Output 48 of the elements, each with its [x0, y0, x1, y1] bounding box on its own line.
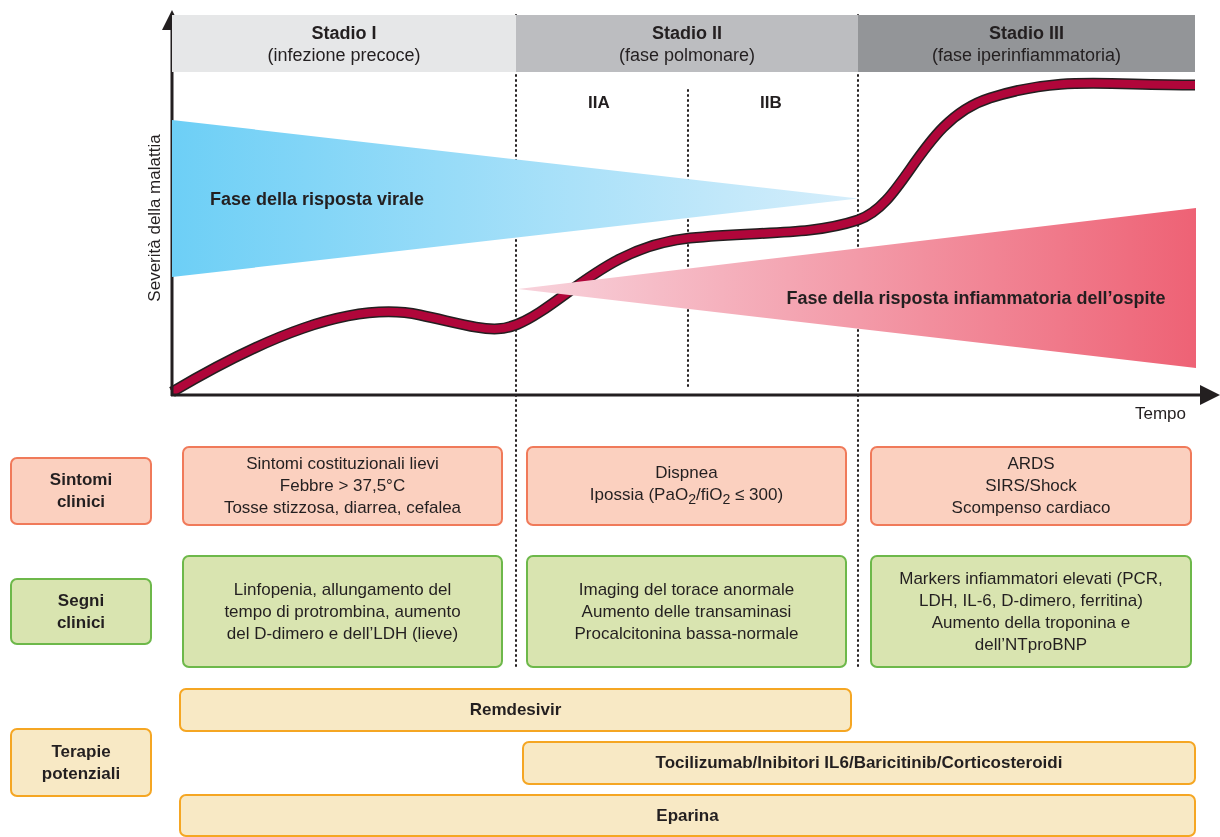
row-header	[10, 457, 152, 525]
sign-panel	[870, 555, 1192, 668]
therapy-bar	[522, 741, 1196, 785]
therapy-name: Eparina	[656, 804, 719, 827]
row-header	[10, 578, 152, 645]
finding-text: Febbre > 37,5°C	[279, 475, 406, 497]
finding-text: Procalcitonina bassa-normale	[574, 622, 799, 645]
therapy-bar	[179, 688, 852, 732]
finding-text: SIRS/Shock	[985, 475, 1077, 497]
stage-title: Stadio I	[311, 21, 377, 44]
row-label: Terapie potenziali	[40, 740, 122, 785]
viral-response-wedge	[172, 120, 858, 277]
stage-title: Stadio III	[989, 21, 1064, 44]
sign-panel	[526, 555, 847, 668]
symptom-panel	[870, 446, 1192, 526]
substage-label: IIB	[760, 93, 782, 113]
row-label: Sintomi clinici	[48, 469, 114, 513]
stage-subtitle: (infezione precoce)	[267, 43, 421, 66]
finding-text: Linfopenia, allungamento del tempo di protrombina, aumento del D-dimero e dell’LDH (lieve)	[223, 578, 462, 645]
phase-label: Fase della risposta infiammatoria dell’ospite	[785, 287, 1167, 309]
stage-subtitle: (fase iperinfiammatoria)	[931, 43, 1122, 66]
symptom-panel	[526, 446, 847, 526]
stage-title: Stadio II	[652, 21, 722, 44]
axis-title: Tempo	[1135, 404, 1187, 424]
finding-text: ARDS	[1007, 453, 1055, 475]
finding-text: Imaging del torace anormale	[578, 578, 795, 601]
finding-text: Scompenso cardiaco	[951, 497, 1111, 519]
phase-label: Fase della risposta virale	[208, 187, 426, 210]
finding-text: Ipossia (PaO$_{2}$/fiO$_{2}$ ≤ 300)	[589, 483, 784, 510]
stage-band	[172, 15, 516, 72]
finding-text: Tosse stizzosa, diarrea, cefalea	[223, 497, 462, 519]
finding-text: Aumento delle transaminasi	[581, 600, 792, 623]
stage-band	[516, 15, 858, 72]
finding-text: Aumento della troponina e dell’NTproBNP	[930, 611, 1132, 656]
axis-title: Severità della malattia	[145, 133, 165, 304]
sign-panel	[182, 555, 503, 668]
row-header	[10, 728, 152, 797]
substage-label: IIA	[588, 93, 610, 113]
therapy-name: Remdesivir	[469, 699, 562, 721]
stage-band	[858, 15, 1195, 72]
finding-text: Markers infiammatori elevati (PCR, LDH, IL-6, D-dimero, ferritina)	[898, 567, 1164, 612]
finding-text: Sintomi costituzionali lievi	[246, 453, 439, 475]
symptom-panel	[182, 446, 503, 526]
therapy-name: Tocilizumab/Inibitori IL6/Baricitinib/Corticosteroidi	[655, 752, 1063, 774]
therapy-bar	[179, 794, 1196, 837]
finding-text: Dispnea	[655, 461, 718, 484]
stage-subtitle: (fase polmonare)	[618, 43, 756, 66]
row-label: Segni clinici	[55, 589, 107, 634]
